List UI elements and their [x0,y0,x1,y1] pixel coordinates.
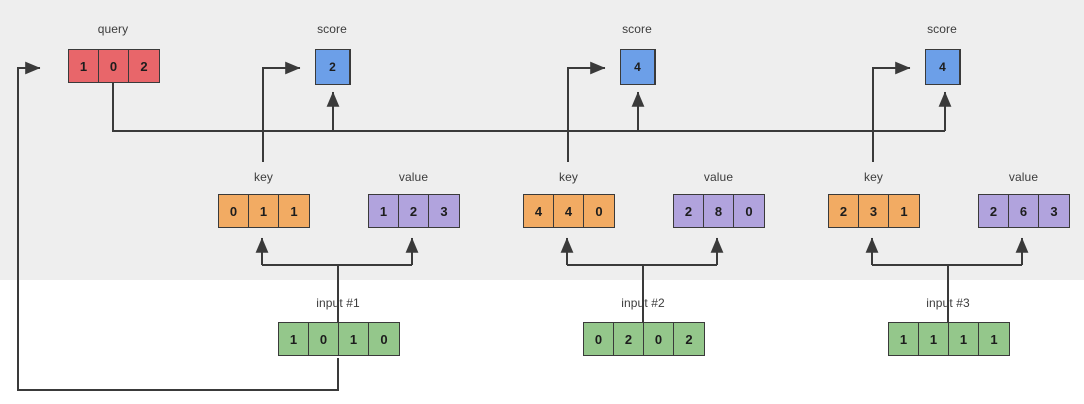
input-cell: 1 [919,323,949,355]
input-label-3: input #3 [926,296,970,310]
key-vector-2: 4 4 0 [523,194,615,228]
value-cell: 0 [734,195,764,227]
query-label: query [97,22,129,36]
value-cell: 2 [979,195,1009,227]
key-cell: 4 [554,195,584,227]
value-cell: 3 [1039,195,1069,227]
input-label-1: input #1 [316,296,360,310]
score-box-2: 4 [620,49,656,85]
value-cell: 6 [1009,195,1039,227]
query-cell: 1 [69,50,99,82]
key-label-2: key [559,170,578,184]
input-vector-1: 1 0 1 0 [278,322,400,356]
key-cell: 3 [859,195,889,227]
input-cell: 2 [674,323,704,355]
upper-region-band [0,0,1084,280]
input-vector-3: 1 1 1 1 [888,322,1010,356]
key3-to-score3-wire [872,61,911,162]
value-label-3: value [1008,170,1039,184]
input-cell: 1 [889,323,919,355]
input1-to-query-wire [17,61,339,391]
value-vector-1: 1 2 3 [368,194,460,228]
score-box-1: 2 [315,49,351,85]
input-cell: 1 [339,323,369,355]
value-vector-3: 2 6 3 [978,194,1070,228]
score-value-1: 2 [316,50,350,84]
value-cell: 3 [429,195,459,227]
input-cell: 1 [279,323,309,355]
value-cell: 8 [704,195,734,227]
score-label-1: score [317,22,347,36]
key-vector-1: 0 1 1 [218,194,310,228]
value-vector-2: 2 8 0 [673,194,765,228]
score-value-2: 4 [621,50,655,84]
input-cell: 0 [309,323,339,355]
query-vector: 1 0 2 [68,49,160,83]
query-cell: 2 [129,50,159,82]
score-label-3: score [927,22,957,36]
key-vector-3: 2 3 1 [828,194,920,228]
score-value-3: 4 [926,50,960,84]
query-cell: 0 [99,50,129,82]
input-cell: 1 [949,323,979,355]
score-box-3: 4 [925,49,961,85]
key-cell: 0 [219,195,249,227]
input-cell: 2 [614,323,644,355]
key-cell: 1 [279,195,309,227]
value-cell: 1 [369,195,399,227]
key-cell: 4 [524,195,554,227]
key-label-1: key [254,170,273,184]
input-cell: 1 [979,323,1009,355]
score-label-2: score [622,22,652,36]
input-cell: 0 [369,323,399,355]
input-cell: 0 [584,323,614,355]
input-label-2: input #2 [621,296,665,310]
key2-to-score2-wire [567,61,606,162]
key1-to-score1-wire [262,61,301,162]
value-cell: 2 [399,195,429,227]
key-cell: 2 [829,195,859,227]
key-label-3: key [864,170,883,184]
input-vector-2: 0 2 0 2 [583,322,705,356]
key-cell: 1 [249,195,279,227]
input-cell: 0 [644,323,674,355]
value-label-1: value [398,170,429,184]
query-bus-wire [112,83,945,132]
value-label-2: value [703,170,734,184]
key-cell: 1 [889,195,919,227]
key-cell: 0 [584,195,614,227]
value-cell: 2 [674,195,704,227]
